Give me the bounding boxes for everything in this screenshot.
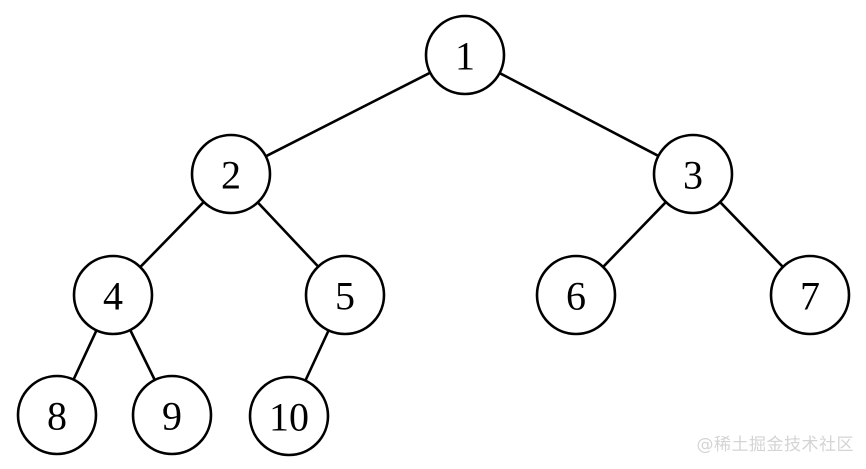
- node-layer: 1 2 3 4 5 6 7 8 9 10: [16, 14, 851, 457]
- tree-edge-4-9: [128, 328, 157, 382]
- node-circle-2[interactable]: [190, 133, 272, 215]
- edge-layer: [72, 71, 785, 382]
- tree-edge-1-2: [264, 71, 432, 158]
- node-label-7: 7: [800, 274, 820, 319]
- node-circle-8[interactable]: [16, 374, 98, 456]
- node-label-9: 9: [162, 394, 182, 439]
- tree-edge-3-7: [718, 200, 785, 269]
- node-label-1: 1: [455, 34, 475, 79]
- node-circle-7[interactable]: [769, 254, 851, 336]
- node-circle-9[interactable]: [131, 374, 213, 456]
- tree-edge-2-4: [138, 200, 206, 269]
- watermark-text: @稀土掘金技术社区: [696, 435, 854, 455]
- node-label-10: 10: [269, 395, 309, 440]
- node-circle-3[interactable]: [652, 133, 734, 215]
- node-label-3: 3: [683, 153, 703, 198]
- tree-edge-1-3: [498, 71, 660, 158]
- node-label-5: 5: [335, 274, 355, 319]
- tree-node-10[interactable]: 10: [248, 375, 330, 457]
- tree-node-6[interactable]: 6: [535, 254, 617, 336]
- tree-node-8[interactable]: 8: [16, 374, 98, 456]
- tree-edge-4-8: [72, 329, 98, 381]
- tree-edge-3-6: [601, 200, 668, 269]
- tree-edge-2-5: [256, 201, 320, 268]
- tree-edge-5-10: [304, 329, 330, 382]
- node-label-8: 8: [47, 394, 67, 439]
- tree-node-7[interactable]: 7: [769, 254, 851, 336]
- node-circle-10[interactable]: [248, 375, 330, 457]
- tree-node-1[interactable]: 1: [424, 14, 506, 96]
- node-circle-5[interactable]: [304, 254, 386, 336]
- node-circle-1[interactable]: [424, 14, 506, 96]
- node-label-4: 4: [103, 274, 123, 319]
- node-label-2: 2: [221, 153, 241, 198]
- node-circle-4[interactable]: [72, 254, 154, 336]
- tree-node-9[interactable]: 9: [131, 374, 213, 456]
- tree-node-3[interactable]: 3: [652, 133, 734, 215]
- tree-node-4[interactable]: 4: [72, 254, 154, 336]
- tree-node-5[interactable]: 5: [304, 254, 386, 336]
- tree-node-2[interactable]: 2: [190, 133, 272, 215]
- node-circle-6[interactable]: [535, 254, 617, 336]
- node-label-6: 6: [566, 274, 586, 319]
